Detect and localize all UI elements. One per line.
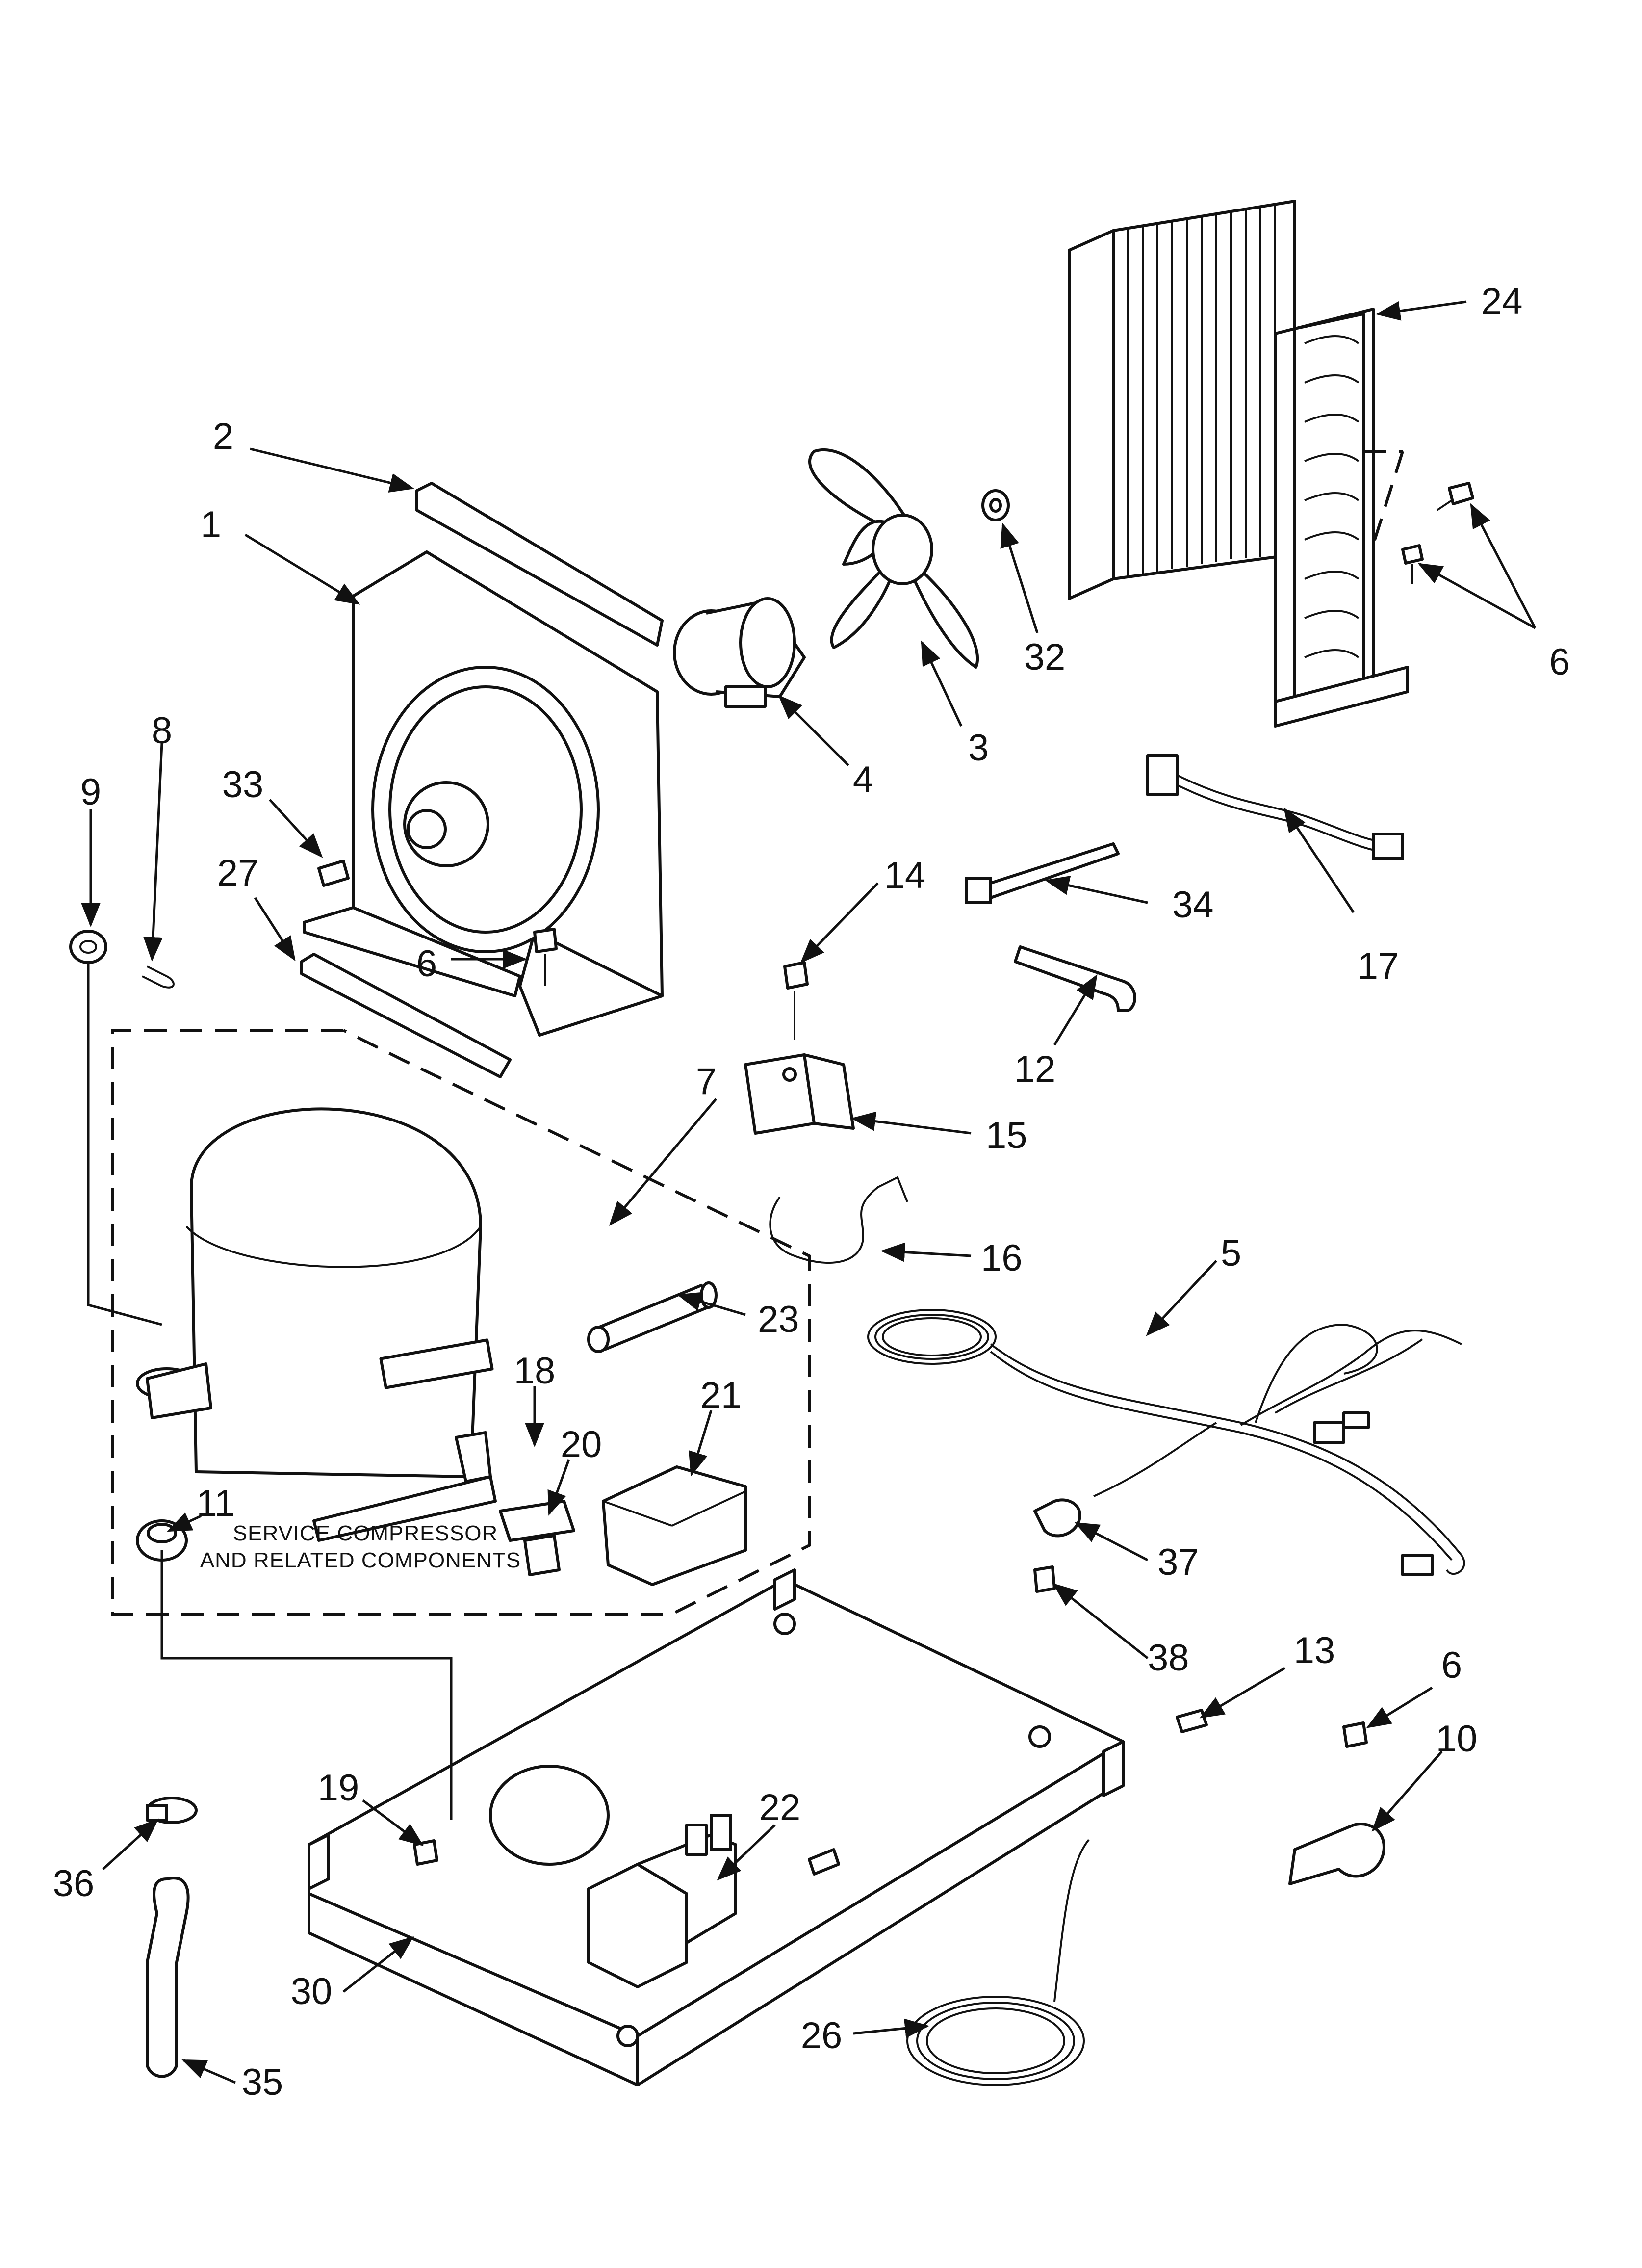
screw-part	[1033, 1565, 1056, 1593]
connector-lines	[87, 450, 1404, 1820]
fan-motor-part	[673, 597, 806, 708]
callout-10: 10	[1436, 1718, 1478, 1760]
callout-27: 27	[217, 852, 259, 894]
screw-part	[1176, 1709, 1208, 1733]
callout-2: 2	[213, 416, 233, 457]
callout-6: 6	[416, 943, 437, 985]
callout-34: 34	[1172, 884, 1214, 926]
washer-part	[981, 489, 1010, 521]
screw-part	[533, 928, 558, 986]
callout-labels: 1 2 3 4 5 6 6 6 7 8 9 10 11 12 13 14 15 …	[53, 281, 1570, 2103]
callout-19: 19	[318, 1767, 359, 1809]
callout-23: 23	[758, 1299, 799, 1340]
hose-clamp-part	[146, 1797, 198, 1824]
plug-part	[69, 930, 107, 964]
callout-5: 5	[1221, 1232, 1241, 1274]
screw-part	[317, 860, 350, 887]
callout-11: 11	[197, 1483, 235, 1524]
callout-38: 38	[1148, 1637, 1189, 1679]
main-harness-part	[867, 1309, 1465, 1576]
callout-12: 12	[1014, 1048, 1056, 1090]
clip-part	[142, 965, 175, 989]
bracket-part	[769, 1176, 908, 1264]
callout-6: 6	[1549, 641, 1570, 683]
callout-24: 24	[1481, 281, 1523, 322]
screw-part	[413, 1839, 438, 1866]
screw-part	[1342, 1721, 1368, 1748]
fan-blade-part	[808, 448, 979, 669]
compressor-part	[136, 1107, 497, 1542]
callout-4: 4	[853, 759, 873, 801]
service-note-line-2: AND RELATED COMPONENTS	[200, 1548, 521, 1572]
hose-part	[146, 1877, 190, 2078]
callout-15: 15	[986, 1115, 1027, 1156]
callout-6: 6	[1441, 1644, 1462, 1686]
tube-part	[1014, 945, 1136, 1012]
callout-35: 35	[242, 2061, 283, 2103]
callout-8: 8	[152, 710, 172, 752]
callout-16: 16	[981, 1237, 1023, 1279]
strip-part	[300, 953, 512, 1078]
callout-21: 21	[700, 1375, 742, 1416]
condenser-part	[1068, 200, 1409, 728]
valve-assembly-part	[587, 1814, 737, 1988]
callout-26: 26	[801, 2015, 843, 2057]
callout-9: 9	[80, 771, 101, 813]
gasket-part	[415, 482, 664, 647]
clamp-part	[1033, 1498, 1081, 1538]
callout-30: 30	[291, 1971, 333, 2012]
cable-tie-part	[965, 842, 1120, 904]
callout-1: 1	[201, 504, 221, 546]
drier-part	[587, 1281, 718, 1353]
callout-37: 37	[1157, 1541, 1199, 1583]
callout-18: 18	[514, 1350, 556, 1392]
callout-14: 14	[884, 855, 926, 896]
callout-17: 17	[1358, 945, 1399, 987]
screw-part	[1401, 482, 1474, 584]
callout-22: 22	[759, 1787, 801, 1828]
service-note-line-1: SERVICE COMPRESSOR	[233, 1521, 498, 1545]
callout-13: 13	[1294, 1630, 1335, 1671]
screw-part	[783, 961, 809, 1040]
callout-33: 33	[222, 764, 264, 806]
fan-shroud-part	[303, 550, 664, 1037]
callout-3: 3	[968, 727, 989, 769]
leader-lines	[81, 300, 1537, 2084]
tubing-coil-part	[906, 1839, 1090, 2086]
valve-coil-part	[744, 1053, 855, 1135]
clip-part	[455, 1431, 492, 1483]
clamp-part	[1288, 1823, 1385, 1885]
cover-part	[602, 1465, 747, 1586]
callout-20: 20	[561, 1424, 602, 1465]
wire-harness-part	[1146, 754, 1404, 860]
callout-7: 7	[696, 1061, 717, 1102]
callout-36: 36	[53, 1863, 95, 1904]
callout-32: 32	[1024, 636, 1066, 678]
